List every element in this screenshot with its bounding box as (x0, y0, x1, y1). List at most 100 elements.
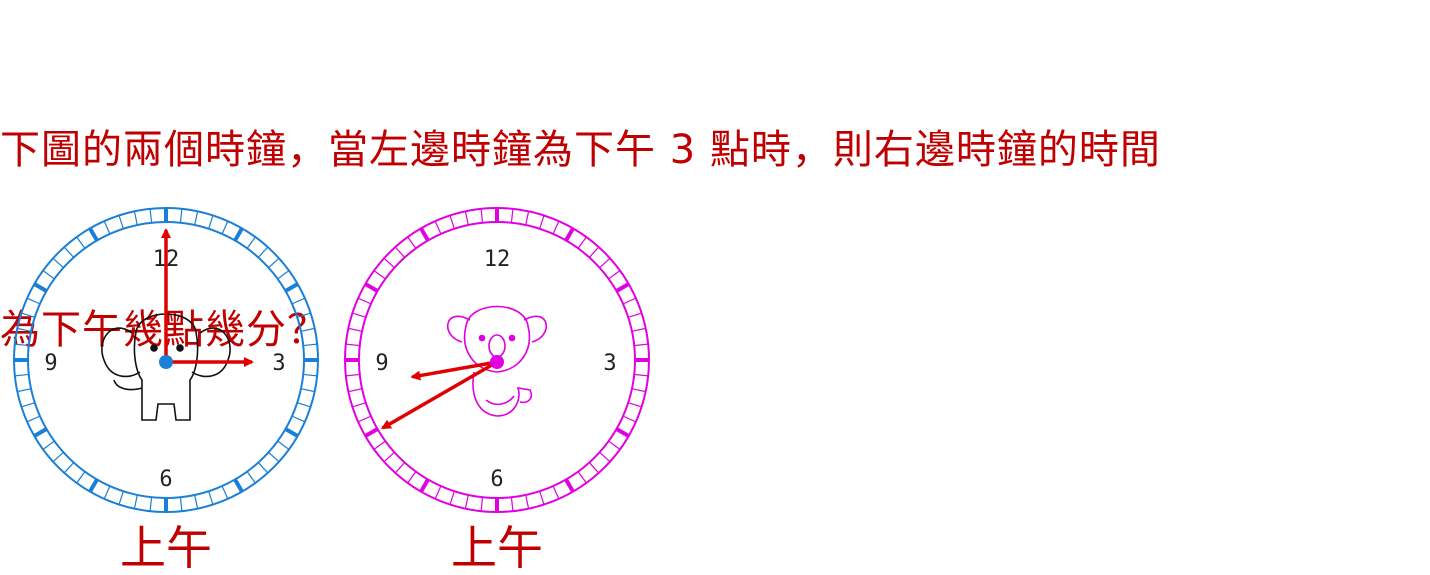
minute-tick (42, 440, 55, 450)
minute-tick (525, 211, 530, 226)
hour-tick (615, 282, 630, 293)
minute-tick (291, 415, 306, 423)
minute-tick (257, 246, 269, 258)
minute-tick (345, 343, 360, 347)
minute-tick (52, 257, 64, 269)
minute-tick (221, 220, 229, 235)
minute-tick (208, 491, 214, 505)
right-clock-numeral-3: 3 (603, 351, 616, 376)
hour-tick (284, 427, 299, 438)
minute-tick (76, 471, 86, 484)
right-clock-numeral-9: 9 (375, 351, 388, 376)
minute-tick (149, 208, 153, 223)
minute-tick (480, 208, 484, 223)
left-clock-period-label: 上午 (120, 521, 212, 575)
left-clock-numeral-9: 9 (44, 351, 57, 376)
left-clock-numeral-6: 6 (159, 467, 172, 492)
minute-tick (26, 297, 41, 305)
minute-tick (103, 220, 111, 235)
minute-tick (303, 343, 318, 347)
minute-tick (373, 440, 386, 450)
minute-tick (246, 471, 256, 484)
minute-tick (552, 220, 560, 235)
question-line-1: 下圖的兩個時鐘，當左邊時鐘為下午 3 點時，則右邊時鐘的時間 (0, 127, 1161, 173)
minute-tick (300, 327, 315, 332)
minute-tick (14, 373, 29, 377)
minute-tick (277, 270, 290, 280)
minute-tick (21, 402, 35, 408)
hour-tick (284, 282, 299, 293)
minute-tick (221, 485, 229, 500)
minute-tick (21, 312, 35, 318)
hour-tick (88, 478, 99, 493)
minute-tick (539, 491, 545, 505)
minute-tick (373, 270, 386, 280)
right-clock-minute-hand (380, 360, 498, 430)
minute-tick (510, 208, 514, 223)
minute-tick (434, 485, 442, 500)
minute-tick (352, 312, 366, 318)
minute-tick (599, 451, 611, 463)
minute-tick (608, 270, 621, 280)
hour-tick (233, 478, 244, 493)
minute-tick (634, 373, 649, 377)
minute-tick (577, 236, 587, 249)
minute-tick (268, 257, 280, 269)
minute-tick (383, 257, 395, 269)
minute-tick (352, 402, 366, 408)
minute-tick (407, 236, 417, 249)
minute-tick (480, 497, 484, 512)
minute-tick (246, 236, 256, 249)
minute-tick (208, 215, 214, 229)
hour-tick (419, 478, 430, 493)
minute-tick (464, 494, 469, 509)
minute-tick (628, 402, 642, 408)
minute-tick (552, 485, 560, 500)
minute-tick (303, 373, 318, 377)
minute-tick (17, 388, 32, 393)
minute-tick (133, 494, 138, 509)
minute-tick (383, 451, 395, 463)
minute-tick (357, 297, 372, 305)
right-clock-hour-hand (410, 360, 498, 381)
minute-tick (539, 215, 545, 229)
minute-tick (63, 246, 75, 258)
hour-tick (88, 227, 99, 242)
hour-tick (233, 227, 244, 242)
hour-tick (564, 478, 575, 493)
minute-tick (133, 211, 138, 226)
koala-icon (447, 305, 547, 417)
minute-tick (357, 415, 372, 423)
minute-tick (194, 494, 199, 509)
minute-tick (434, 220, 442, 235)
right-clock-numeral-6: 6 (490, 467, 503, 492)
hour-tick (615, 427, 630, 438)
minute-tick (622, 415, 637, 423)
minute-tick (179, 497, 183, 512)
minute-tick (634, 343, 649, 347)
minute-tick (300, 388, 315, 393)
minute-tick (257, 462, 269, 474)
minute-tick (118, 491, 124, 505)
minute-tick (510, 497, 514, 512)
minute-tick (599, 257, 611, 269)
minute-tick (42, 270, 55, 280)
minute-tick (525, 494, 530, 509)
minute-tick (268, 451, 280, 463)
minute-tick (297, 402, 311, 408)
minute-tick (622, 297, 637, 305)
hour-tick (33, 282, 48, 293)
minute-tick (449, 491, 455, 505)
minute-tick (608, 440, 621, 450)
minute-tick (407, 471, 417, 484)
minute-tick (631, 388, 646, 393)
minute-tick (464, 211, 469, 226)
minute-tick (26, 415, 41, 423)
right-clock-center-dot (490, 355, 504, 369)
minute-tick (291, 297, 306, 305)
minute-tick (348, 388, 363, 393)
minute-tick (394, 462, 406, 474)
minute-tick (628, 312, 642, 318)
minute-tick (52, 451, 64, 463)
